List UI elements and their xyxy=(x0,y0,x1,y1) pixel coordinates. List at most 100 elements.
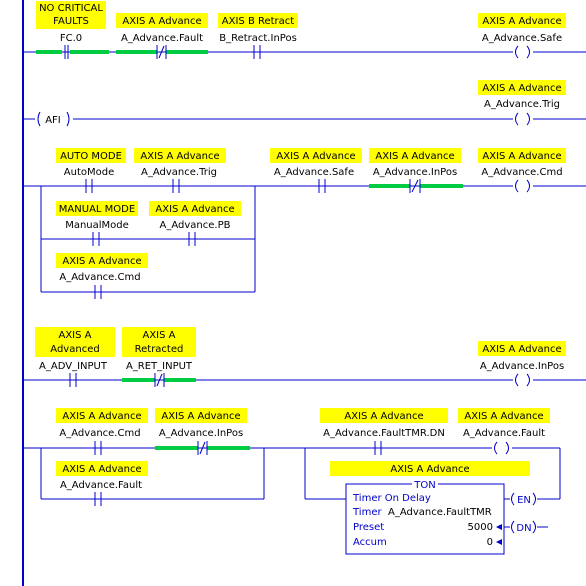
description-label xyxy=(116,13,208,28)
accum-arrow-icon xyxy=(496,539,502,545)
coil-ote-a-advance-inpos[interactable]: AXIS A Advance A_Advance.InPos xyxy=(478,341,566,387)
contact-xio-a-advance-inpos-2[interactable]: AXIS A Advance A_Advance.InPos xyxy=(155,408,247,455)
tag-label: A_Advance.Fault xyxy=(463,428,545,439)
afi-instruction[interactable]: AFI xyxy=(35,111,73,127)
tag-label: A_ADV_INPUT xyxy=(39,361,108,372)
tag-label: A_Advance.InPos xyxy=(480,361,564,372)
description-label xyxy=(134,148,226,163)
description-line: AXIS A Advance xyxy=(62,256,141,267)
description-label xyxy=(56,201,138,216)
accum-value[interactable]: 0 xyxy=(487,537,493,548)
description-line: AXIS A xyxy=(142,330,175,341)
description-line: AXIS A Advance xyxy=(276,151,355,162)
description-line: AXIS B Retract xyxy=(222,16,295,27)
coil-gap xyxy=(513,112,533,126)
description-line: Retracted xyxy=(135,344,184,355)
contact-xic-a-advance-cmd-2[interactable]: AXIS A Advance A_Advance.Cmd xyxy=(56,408,148,455)
coil-ote-a-advance-safe[interactable]: AXIS A Advance A_Advance.Safe xyxy=(478,13,566,59)
rung-2[interactable]: AUTO MODE AutoMode AXIS A Advance A_Adva… xyxy=(23,148,586,299)
contact-xic-manualmode[interactable]: MANUAL MODE ManualMode xyxy=(56,201,138,246)
description-line: AXIS A Advance xyxy=(62,464,141,475)
timer-mnemonic-gap xyxy=(412,479,438,489)
tag-label: A_Advance.Fault xyxy=(121,33,203,44)
description-line: AXIS A Advance xyxy=(122,16,201,27)
tag-label: B_Retract.InPos xyxy=(219,33,297,44)
contact-xic-automode[interactable]: AUTO MODE AutoMode xyxy=(56,148,126,193)
rung-1[interactable]: AFI AXIS A Advance A_Advance.Trig xyxy=(23,80,586,127)
tag-label: A_RET_INPUT xyxy=(126,361,193,372)
description-line: AXIS A Advance xyxy=(482,151,561,162)
contact-xic-a-advance-faulttmr-dn[interactable]: AXIS A Advance A_Advance.FaultTMR.DN xyxy=(320,408,448,455)
description-line: AXIS A xyxy=(58,330,91,341)
timer-tag-value: A_Advance.FaultTMR xyxy=(388,507,492,518)
tag-label: ManualMode xyxy=(65,220,129,231)
contact-xio-a-ret-input[interactable]: AXIS A Retracted A_RET_INPUT xyxy=(122,327,196,387)
accum-label: Accum xyxy=(353,537,387,548)
coil-ote-a-advance-cmd[interactable]: AXIS A Advance A_Advance.Cmd xyxy=(478,148,566,193)
description-line: MANUAL MODE xyxy=(59,204,135,215)
contact-xic-a-adv-input[interactable]: AXIS A Advanced A_ADV_INPUT xyxy=(35,327,115,387)
contact-xic-a-advance-fault[interactable]: AXIS A Advance A_Advance.Fault xyxy=(56,461,148,506)
coil-gap xyxy=(513,179,533,193)
contact-xic-fc0[interactable]: NO CRITICAL FAULTS FC.0 xyxy=(36,1,106,59)
tag-label: A_Advance.Safe xyxy=(274,167,354,178)
en-output-label: EN xyxy=(517,495,531,506)
description-line: AXIS A Advance xyxy=(344,411,423,422)
timer-box xyxy=(345,483,505,555)
coil-ote-a-advance-trig[interactable]: AXIS A Advance A_Advance.Trig xyxy=(478,80,566,126)
rung-3[interactable]: AXIS A Advanced A_ADV_INPUT AXIS A Retra… xyxy=(23,327,586,387)
description-label xyxy=(36,1,106,29)
timer-description-text: AXIS A Advance xyxy=(390,464,469,475)
contact-xic-a-advance-pb[interactable]: AXIS A Advance A_Advance.PB xyxy=(149,201,241,246)
description-label xyxy=(270,148,362,163)
description-label xyxy=(478,80,566,95)
tag-label: A_Advance.Fault xyxy=(60,480,142,491)
contact-xio-a-advance-inpos[interactable]: AXIS A Advance A_Advance.InPos xyxy=(369,148,461,193)
description-label xyxy=(56,148,126,163)
timer-title: Timer On Delay xyxy=(352,493,431,504)
description-line: AXIS A Advance xyxy=(155,204,234,215)
contact-xic-b-retract-inpos[interactable]: AXIS B Retract B_Retract.InPos xyxy=(218,13,298,59)
rung-0[interactable]: NO CRITICAL FAULTS FC.0 AXIS A Advance A… xyxy=(23,1,586,59)
tag-label: A_Advance.Cmd xyxy=(481,167,562,178)
description-label xyxy=(122,327,196,357)
rung-4[interactable]: AXIS A Advance A_Advance.Cmd AXIS A Adva… xyxy=(23,408,561,555)
tag-label: FC.0 xyxy=(60,33,82,44)
timer-description xyxy=(330,461,530,476)
tag-label: AutoMode xyxy=(64,167,114,178)
tag-label: A_Advance.PB xyxy=(160,220,231,231)
coil-gap xyxy=(492,441,512,455)
contact-xio-a-advance-fault[interactable]: AXIS A Advance A_Advance.Fault xyxy=(116,13,208,59)
coil-gap xyxy=(513,45,533,59)
timer-tag-label: Timer xyxy=(352,507,382,518)
description-line: NO CRITICAL xyxy=(39,3,103,14)
description-line: AXIS A Advance xyxy=(482,16,561,27)
coil-ote-a-advance-fault[interactable]: AXIS A Advance A_Advance.Fault xyxy=(458,408,550,455)
ton-timer-block[interactable]: AXIS A Advance TON Timer On Delay Timer … xyxy=(330,448,561,555)
preset-value[interactable]: 5000 xyxy=(468,522,493,533)
tag-label: A_Advance.InPos xyxy=(159,428,243,439)
description-line: AXIS A Advance xyxy=(62,411,141,422)
tag-label: A_Advance.InPos xyxy=(373,167,457,178)
description-line: AXIS A Advance xyxy=(375,151,454,162)
description-line: AXIS A Advance xyxy=(161,411,240,422)
description-line: FAULTS xyxy=(53,16,89,27)
description-line: AXIS A Advance xyxy=(482,344,561,355)
description-line: AXIS A Advance xyxy=(140,151,219,162)
contact-xic-a-advance-trig[interactable]: AXIS A Advance A_Advance.Trig xyxy=(134,148,226,193)
description-label xyxy=(478,13,566,28)
description-label xyxy=(218,13,298,28)
description-line: Advanced xyxy=(50,344,99,355)
tag-label: A_Advance.Cmd xyxy=(59,428,140,439)
preset-label: Preset xyxy=(353,522,384,533)
tag-label: A_Advance.Trig xyxy=(484,99,560,110)
description-label xyxy=(155,408,247,423)
tag-label: A_Advance.Safe xyxy=(482,33,562,44)
preset-arrow-icon xyxy=(496,524,502,530)
description-label xyxy=(320,408,448,423)
coil-gap xyxy=(513,373,533,387)
afi-label: AFI xyxy=(45,115,61,126)
contact-xic-a-advance-safe[interactable]: AXIS A Advance A_Advance.Safe xyxy=(270,148,362,193)
contact-xic-a-advance-cmd[interactable]: AXIS A Advance A_Advance.Cmd xyxy=(56,253,148,299)
